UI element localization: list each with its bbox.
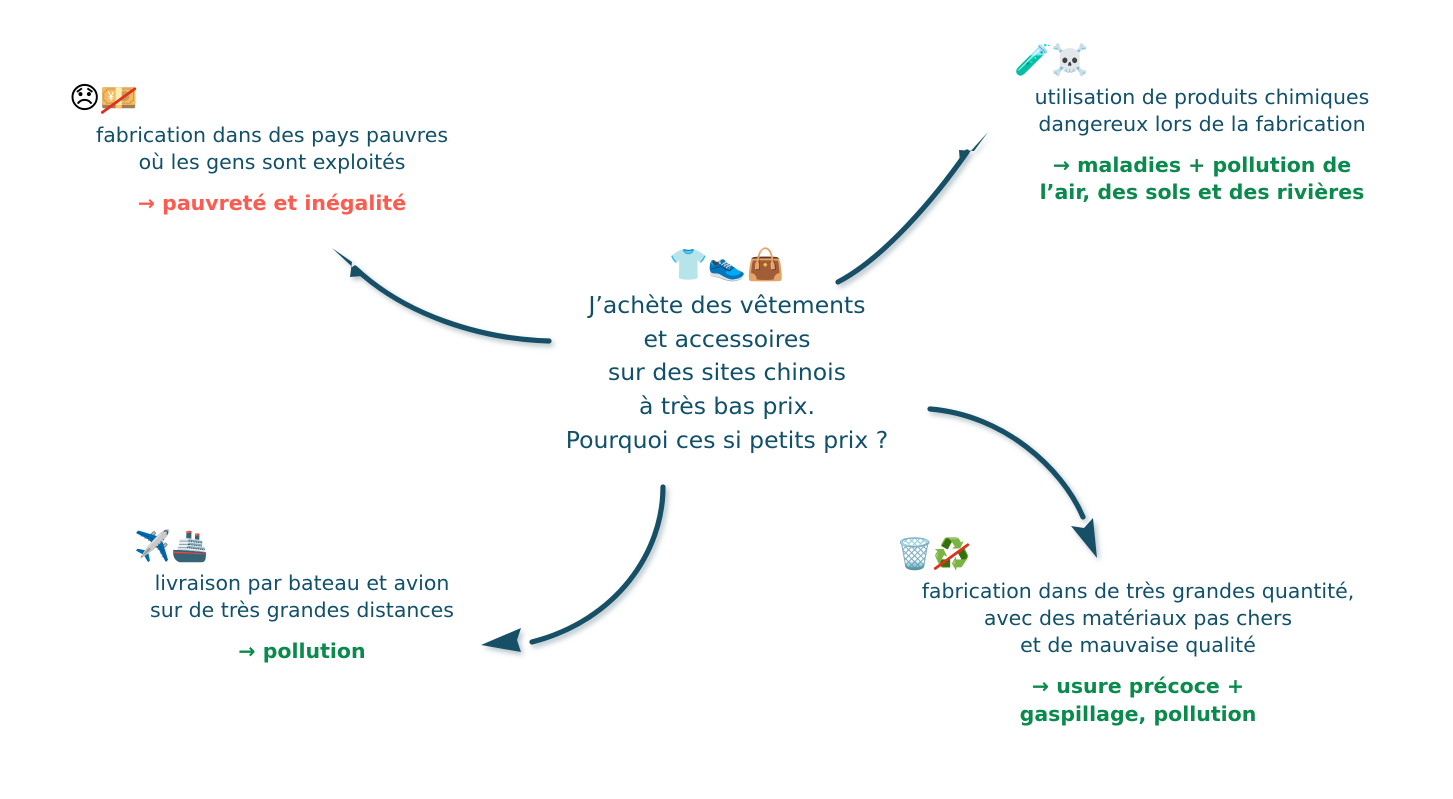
chemicals-line-2: dangereux lors de la fabrication <box>1038 111 1366 136</box>
poverty-conclusion: → pauvreté et inégalité <box>52 190 492 217</box>
transport-line-2: sur de très grandes distances <box>150 597 454 622</box>
overproduction-conclusion-line-2: gaspillage, pollution <box>1019 701 1257 726</box>
transport-conclusion-line-1: → pollution <box>238 639 366 664</box>
recycling-crossed-icon: ♻️ <box>933 537 971 572</box>
node-chemicals: 🧪☠️ utilisation de produits chimiques da… <box>1006 44 1398 207</box>
chemicals-conclusion-line-1: → maladies + pollution de <box>1052 153 1352 178</box>
poverty-conclusion-line-1: → pauvreté et inégalité <box>137 191 407 216</box>
center-icons: 👕👟👜 <box>497 248 957 283</box>
disappointed-face-icon: 😞 <box>69 81 101 116</box>
poverty-icons: 😞💴 <box>52 82 492 116</box>
chemicals-conclusion: → maladies + pollution de l’air, des sol… <box>1006 152 1398 207</box>
overproduction-icons: 🗑️♻️ <box>888 538 1388 572</box>
node-transport: ✈️🚢 livraison par bateau et avion sur de… <box>112 530 492 665</box>
center-line-5: Pourquoi ces si petits prix ? <box>565 426 889 455</box>
chemicals-conclusion-line-2: l’air, des sols et des rivières <box>1039 180 1365 205</box>
transport-text: livraison par bateau et avion sur de trè… <box>112 570 492 625</box>
node-poverty: 😞💴 fabrication dans des pays pauvres où … <box>52 82 492 217</box>
overproduction-conclusion: → usure précoce + gaspillage, pollution <box>888 673 1388 728</box>
poverty-line-1: fabrication dans des pays pauvres <box>96 122 448 147</box>
center-question-text: J’achète des vêtements et accessoires su… <box>497 289 957 458</box>
center-line-3: sur des sites chinois <box>608 358 846 387</box>
chemicals-icons: 🧪☠️ <box>1006 44 1398 78</box>
center-line-4: à très bas prix. <box>639 392 815 421</box>
chemicals-text: utilisation de produits chimiques danger… <box>1006 84 1398 139</box>
transport-conclusion: → pollution <box>112 638 492 665</box>
chemicals-line-1: utilisation de produits chimiques <box>1034 84 1370 109</box>
center-question-node: 👕👟👜 J’achète des vêtements et accessoire… <box>497 248 957 458</box>
transport-icons: ✈️🚢 <box>112 530 492 564</box>
wastebasket-icon: 🗑️ <box>896 537 934 572</box>
center-line-2: et accessoires <box>643 324 811 353</box>
poverty-text: fabrication dans des pays pauvres où les… <box>52 122 492 177</box>
test-tube-skull-icon: 🧪☠️ <box>1014 43 1089 78</box>
overproduction-line-3: et de mauvaise qualité <box>1020 633 1256 658</box>
center-line-1: J’achète des vêtements <box>588 290 866 319</box>
clothing-icons: 👕👟👜 <box>669 247 785 283</box>
airplane-ship-icon: ✈️🚢 <box>134 529 209 564</box>
overproduction-line-1: fabrication dans de très grandes quantit… <box>921 578 1355 603</box>
arrow-to-transport <box>481 484 666 652</box>
transport-line-1: livraison par bateau et avion <box>154 570 450 595</box>
banknotes-crossed-icon: 💴 <box>100 81 138 116</box>
poverty-line-2: où les gens sont exploités <box>138 149 406 174</box>
overproduction-conclusion-line-1: → usure précoce + <box>1031 674 1245 699</box>
overproduction-text: fabrication dans de très grandes quantit… <box>888 578 1388 660</box>
node-overproduction: 🗑️♻️ fabrication dans de très grandes qu… <box>888 538 1388 728</box>
overproduction-line-2: avec des matériaux pas chers <box>983 605 1293 630</box>
